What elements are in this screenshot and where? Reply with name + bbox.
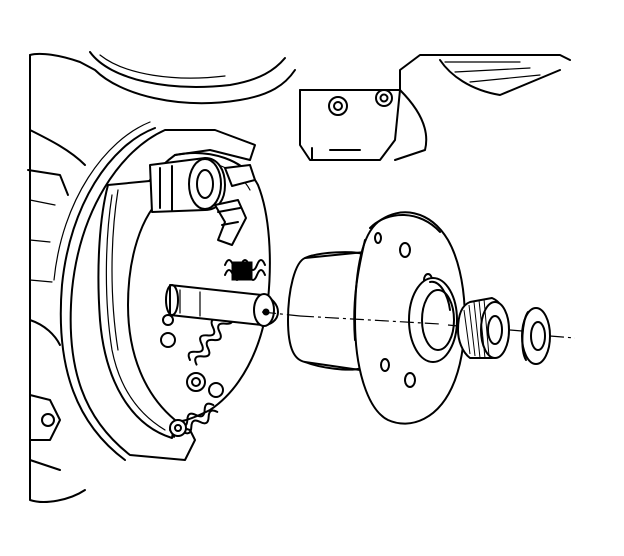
wheel-cylinder-icon	[149, 157, 256, 246]
axis-center-line	[261, 311, 576, 339]
washer-icon	[521, 307, 551, 365]
roller-bearing-icon	[457, 297, 510, 359]
wheel-hub-icon	[287, 211, 466, 425]
spindle-icon	[165, 284, 279, 327]
spring-icon	[160, 259, 266, 438]
vehicle-frame-icon	[27, 51, 571, 503]
